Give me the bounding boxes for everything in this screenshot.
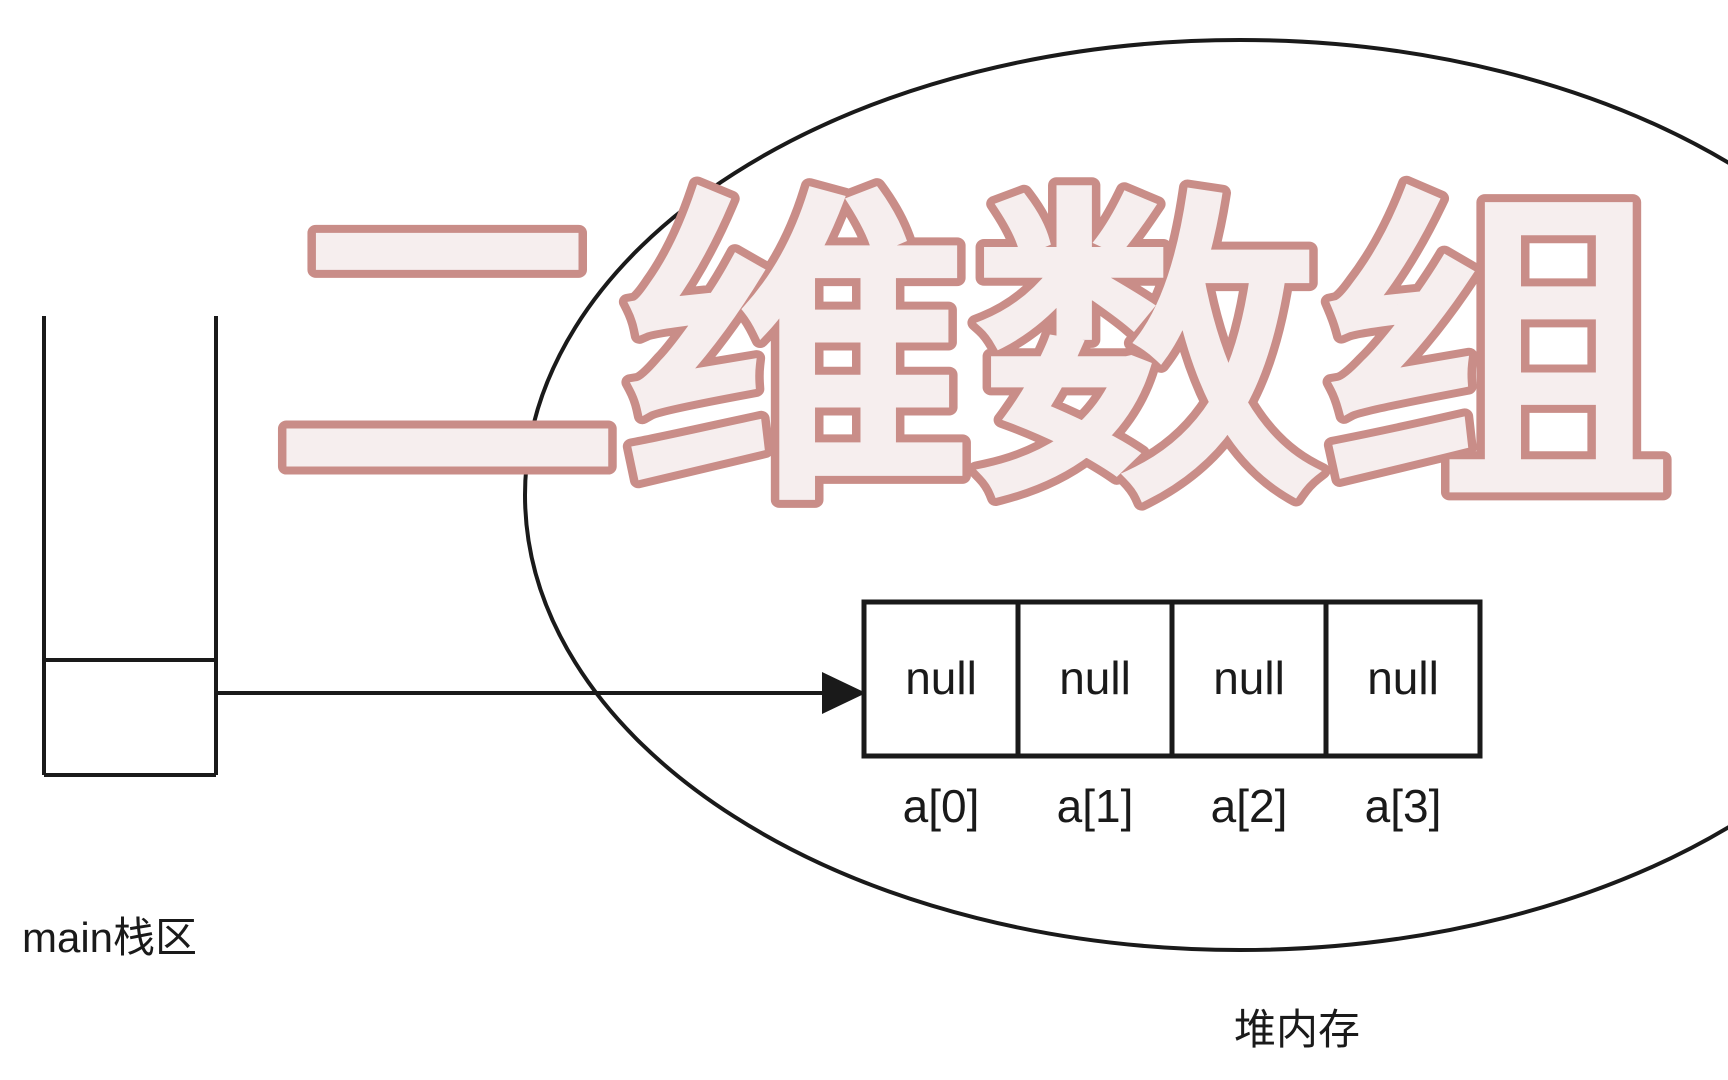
array-index-label: a[2] (1211, 780, 1288, 832)
stack-label: main栈区 (22, 914, 197, 961)
overlay-title: 二维数组 (272, 162, 1672, 546)
heap-label: 堆内存 (1234, 1006, 1360, 1053)
array-cell-value: null (905, 652, 977, 704)
array-index-label: a[3] (1365, 780, 1442, 832)
array-cell-value: null (1059, 652, 1131, 704)
array: null null null null a[0] a[1] a[2] a[3] (861, 599, 1483, 832)
heap-region (523, 38, 1728, 952)
array-index-label: a[1] (1057, 780, 1134, 832)
array-cell-value: null (1213, 652, 1285, 704)
arrow-head (822, 672, 866, 714)
array-index-label: a[0] (903, 780, 980, 832)
stack-region (42, 316, 218, 777)
array-cell-value: null (1367, 652, 1439, 704)
reference-arrow (216, 672, 866, 714)
